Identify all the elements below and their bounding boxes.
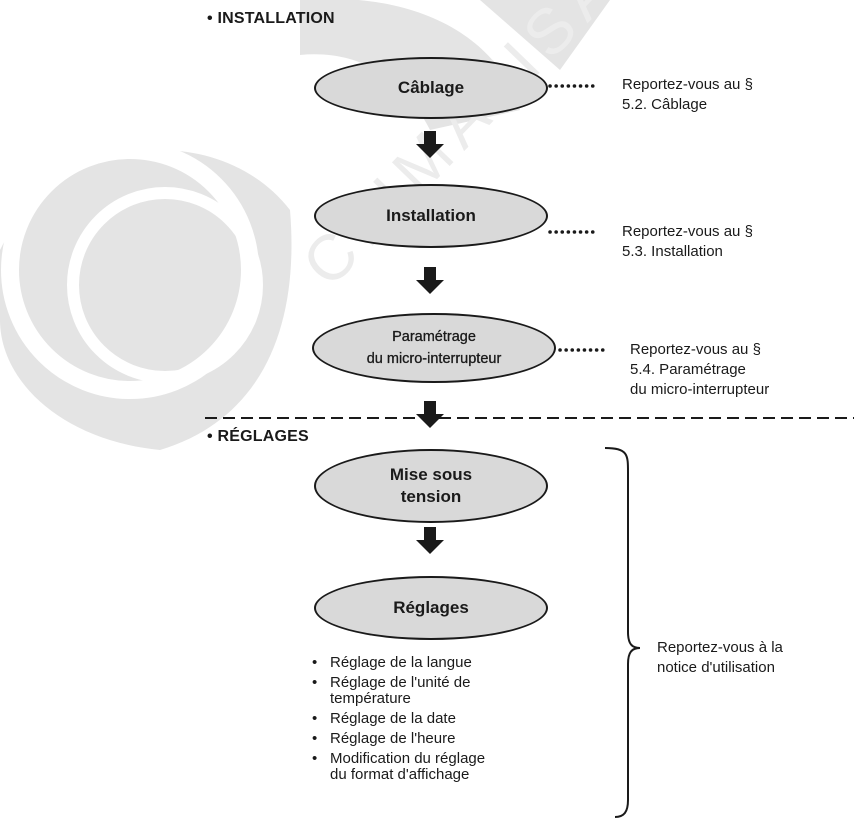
down-arrow-icon: [416, 401, 444, 428]
step-parametrage: Paramétrage du micro-interrupteur: [312, 313, 556, 383]
step-reglages: Réglages: [314, 576, 548, 640]
installation-title: • INSTALLATION: [207, 10, 335, 27]
ref-installation: Reportez-vous au § 5.3. Installation: [622, 223, 753, 260]
list-item: Réglage de l'heure: [312, 731, 485, 748]
step-reglages-label: Réglages: [393, 598, 469, 617]
down-arrow-icon: [416, 527, 444, 554]
list-item: Réglage de la date: [312, 711, 485, 728]
step-installation: Installation: [314, 184, 548, 248]
ref-cablage: Reportez-vous au § 5.2. Câblage: [622, 76, 753, 113]
step-cablage-label: Câblage: [397, 78, 465, 97]
list-item: Réglage de l'unité de température: [312, 675, 485, 707]
step-parametrage-label: Paramétrage du micro-interrupteur: [366, 329, 502, 367]
list-item: Réglage de la langue: [312, 655, 485, 672]
dotted-connectors: [548, 84, 610, 352]
step-mise-sous-tension: Mise sous tension: [314, 449, 548, 523]
ref-parametrage: Reportez-vous au § 5.4. Paramétrage du m…: [630, 341, 770, 398]
step-cablage: Câblage: [314, 57, 548, 119]
brace-note: Reportez-vous à la notice d'utilisation: [657, 639, 783, 676]
down-arrow-icon: [416, 131, 444, 158]
step-installation-label: Installation: [386, 206, 476, 225]
step-mise-sous-tension-label: Mise sous tension: [389, 465, 473, 506]
reglages-title: • RÉGLAGES: [207, 428, 309, 445]
reglages-list: Réglage de la langue Réglage de l'unité …: [312, 655, 485, 787]
down-arrow-icon: [416, 267, 444, 294]
list-item: Modification du réglage du format d'affi…: [312, 751, 485, 783]
down-arrows: [416, 131, 444, 554]
right-brace: [604, 447, 641, 818]
